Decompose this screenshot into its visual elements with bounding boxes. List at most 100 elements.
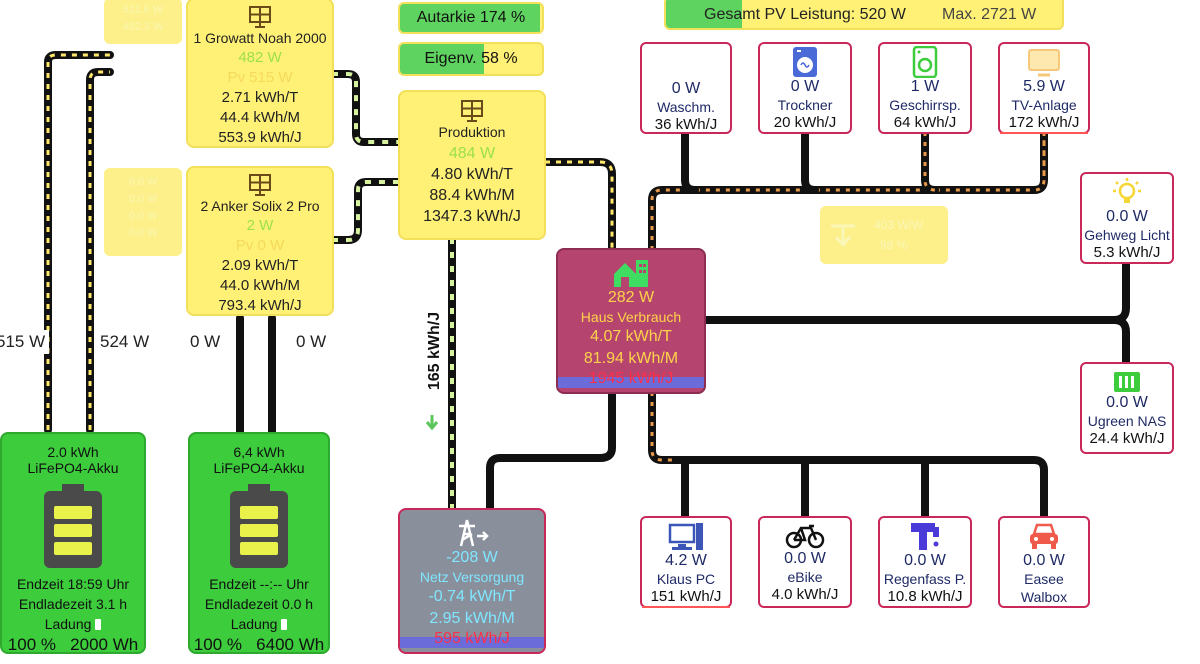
solar-panel-icon (249, 6, 271, 28)
consumer-energy: Walbox (1020, 589, 1068, 605)
growatt-year: 553.9 kWh/J (218, 129, 302, 146)
bicycle-icon (785, 524, 825, 549)
lightbulb-icon (1113, 178, 1141, 203)
battery-icon (230, 484, 288, 568)
haus-power: 282 W (607, 289, 655, 306)
produktion-title: Produktion (438, 124, 506, 140)
consumer-name: Waschm. (657, 99, 715, 115)
consumer-power: 1 W (910, 78, 940, 95)
anker-side-value: 0.0 W (128, 227, 158, 239)
battery-card[interactable]: 6,4 kWh LiFePO4-Akku Endzeit --:-- Uhr E… (188, 432, 330, 654)
netz-title: Netz Versorgung (419, 569, 525, 585)
consumer-name: Klaus PC (656, 571, 716, 587)
consumer-card-regenfass-pumpe[interactable]: 0.0 W Regenfass P. 10.8 kWh/J (878, 516, 972, 608)
autarkie-box: Autarkie 174 % (398, 2, 544, 34)
consumer-power: 0.0 W (1023, 552, 1065, 569)
battery-small-icon (95, 619, 102, 630)
faint-value: 403 W/W (874, 218, 924, 232)
eigenverbrauch-box: Eigenv. 58 % (398, 42, 544, 76)
anker-year: 793.4 kWh/J (218, 297, 302, 314)
house-icon (614, 260, 648, 287)
anker-title: 2 Anker Solix 2 Pro (200, 198, 320, 214)
growatt-inverter-card[interactable]: 1 Growatt Noah 2000 482 W Pv 515 W 2.71 … (186, 0, 334, 148)
consumer-energy: 36 kWh/J (654, 116, 718, 133)
battery-percent: 100 % (7, 635, 56, 654)
battery-small-icon (281, 619, 288, 630)
consumer-energy: 10.8 kWh/J (887, 588, 963, 605)
consumer-card-gehweg-licht[interactable]: 0.0 W Gehweg Licht 5.3 kWh/J (1080, 172, 1174, 264)
string-power-label: 0 W (292, 330, 331, 354)
growatt-day: 2.71 kWh/T (221, 89, 299, 106)
battery-type: LiFePO4-Akku (213, 460, 305, 476)
produktion-card[interactable]: Produktion 484 W 4.80 kWh/T 88.4 kWh/M 1… (398, 90, 546, 240)
string-power-label: 0 W (186, 330, 225, 354)
anker-side-value: 0.0 W (128, 193, 158, 205)
consumer-energy: 5.3 kWh/J (1093, 244, 1161, 261)
consumer-energy: 172 kWh/J (1000, 114, 1088, 134)
dishwasher-icon (912, 46, 938, 78)
consumer-card-ebike[interactable]: 0.0 W eBike 4.0 kWh/J (758, 516, 852, 608)
consumer-card-waschmaschine[interactable]: 0 W Waschm. 36 kWh/J (640, 42, 732, 134)
string-power-label: 524 W (96, 330, 154, 354)
netz-month: 2.95 kWh/M (429, 610, 515, 627)
battery-ladung-label: Ladung (44, 616, 92, 632)
haus-verbrauch-card[interactable]: 282 W Haus Verbrauch 4.07 kWh/T 81.94 kW… (556, 248, 706, 394)
consumer-name: Geschirrsp. (889, 97, 961, 113)
faint-value: 98 % (880, 238, 908, 252)
gesamt-pv-label: Gesamt PV Leistung: 520 W (704, 6, 906, 23)
growatt-title: 1 Growatt Noah 2000 (193, 30, 327, 46)
anker-side-panel: 0.0 W 0.0 W 0.0 W 0.0 W (104, 168, 182, 256)
consumer-power: 0 W (790, 78, 820, 95)
arrow-down-icon (425, 415, 439, 430)
consumer-card-tv[interactable]: 5.9 W TV-Anlage 172 kWh/J (998, 42, 1090, 134)
consumer-card-easee-walbox[interactable]: 0.0 W Easee Walbox (998, 516, 1090, 608)
power-grid-icon (459, 519, 489, 547)
battery-endladezeit: Endladezeit 0.0 h (204, 596, 314, 612)
consumer-card-klaus-pc[interactable]: 4.2 W Klaus PC 151 kWh/J (640, 516, 732, 608)
netz-power: -208 W (446, 549, 498, 566)
water-pump-icon (911, 523, 939, 550)
consumer-power: 0.0 W (904, 552, 946, 569)
consumer-name: Ugreen NAS (1087, 413, 1167, 429)
consumer-power: 4.2 W (665, 552, 707, 569)
battery-wh: 2000 Wh (70, 635, 139, 654)
anker-power: 2 W (246, 217, 274, 234)
consumer-card-trockner[interactable]: 0 W Trockner 20 kWh/J (758, 42, 852, 134)
dryer-icon (793, 47, 817, 77)
growatt-side-value: 482.3 W (122, 21, 164, 33)
growatt-pv: Pv 515 W (227, 69, 293, 86)
consumer-energy: 151 kWh/J (642, 588, 730, 608)
produktion-month: 88.4 kWh/M (429, 187, 515, 204)
consumer-name: TV-Anlage (1011, 97, 1077, 113)
growatt-side-panel: 511.6 W 482.3 W (104, 0, 182, 44)
grid-feed-label: 165 kWh/J (426, 296, 448, 406)
consumer-energy: 20 kWh/J (773, 114, 837, 131)
house-arrow-icon (831, 224, 855, 248)
consumer-card-geschirrspueler[interactable]: 1 W Geschirrsp. 64 kWh/J (878, 42, 972, 134)
haus-month: 81.94 kWh/M (583, 350, 679, 367)
faint-status-box: 403 W/W 98 % (820, 206, 948, 264)
growatt-power: 482 W (238, 49, 282, 66)
growatt-side-value: 511.6 W (122, 4, 164, 16)
consumer-name: eBike (787, 569, 823, 585)
battery-wh: 6400 Wh (256, 635, 325, 654)
netz-versorgung-card[interactable]: -208 W Netz Versorgung -0.74 kWh/T 2.95 … (398, 508, 546, 654)
consumer-power: 0.0 W (1106, 208, 1148, 225)
battery-card[interactable]: 2.0 kWh LiFePO4-Akku Endzeit 18:59 Uhr E… (0, 432, 146, 654)
autarkie-label: Autarkie 174 % (416, 9, 526, 26)
eigenv-label: Eigenv. (424, 50, 477, 67)
battery-capacity: 6,4 kWh (233, 444, 285, 460)
growatt-month: 44.4 kWh/M (219, 109, 301, 126)
consumer-power: 5.9 W (1023, 78, 1065, 95)
consumer-card-ugreen-nas[interactable]: 0.0 W Ugreen NAS 24.4 kWh/J (1080, 362, 1174, 454)
battery-type: LiFePO4-Akku (27, 460, 119, 476)
eigenv-value: 58 % (481, 50, 518, 67)
string-power-label: 515 W (0, 330, 50, 354)
tv-icon (1028, 49, 1060, 77)
anker-inverter-card[interactable]: 2 Anker Solix 2 Pro 2 W Pv 0 W 2.09 kWh/… (186, 166, 334, 316)
consumer-energy: 64 kWh/J (893, 114, 957, 131)
battery-capacity: 2.0 kWh (47, 444, 99, 460)
battery-endladezeit: Endladezeit 3.1 h (18, 596, 128, 612)
battery-ladung-label: Ladung (230, 616, 278, 632)
